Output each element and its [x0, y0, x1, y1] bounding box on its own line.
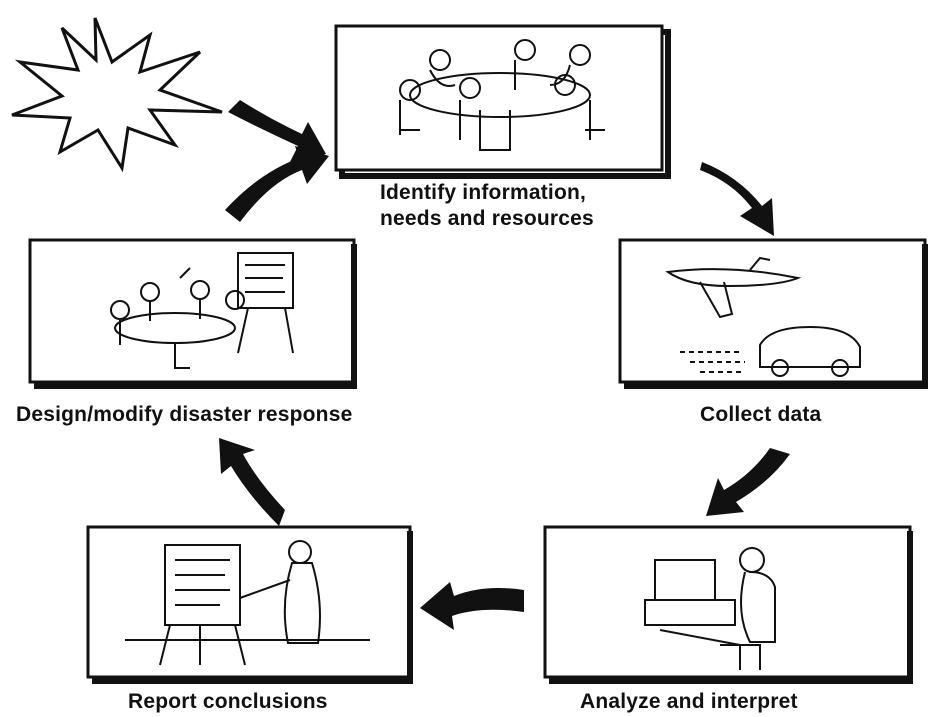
- step-label-analyze: Analyze and interpret: [580, 690, 798, 713]
- disaster-burst-icon: [11, 17, 223, 173]
- step-label-design: Design/modify disaster response: [16, 403, 353, 426]
- arrow-burst-to-identify: [228, 100, 326, 162]
- presenter-flipchart-icon: [125, 540, 370, 666]
- step-identify-box: [334, 24, 668, 176]
- step-design-box: [28, 238, 357, 389]
- arrow-analyze-to-report: [420, 582, 524, 630]
- computer-user-icon: [644, 547, 776, 670]
- meeting-scene-icon: [399, 39, 605, 151]
- step-label-identify: Identify information, needs and resource…: [380, 181, 594, 230]
- arrow-collect-to-analyze: [706, 448, 790, 516]
- arrow-design-to-identify: [225, 146, 329, 222]
- arrow-identify-to-collect: [700, 162, 774, 236]
- arrow-report-to-design: [219, 438, 285, 526]
- step-label-collect: Collect data: [700, 403, 822, 426]
- airplane-and-car-icon: [665, 256, 861, 377]
- planning-group-icon: [110, 252, 294, 369]
- step-collect-box: [618, 238, 928, 389]
- step-report-box: [86, 525, 413, 684]
- step-label-report: Report conclusions: [128, 690, 328, 713]
- step-analyze-box: [543, 525, 913, 684]
